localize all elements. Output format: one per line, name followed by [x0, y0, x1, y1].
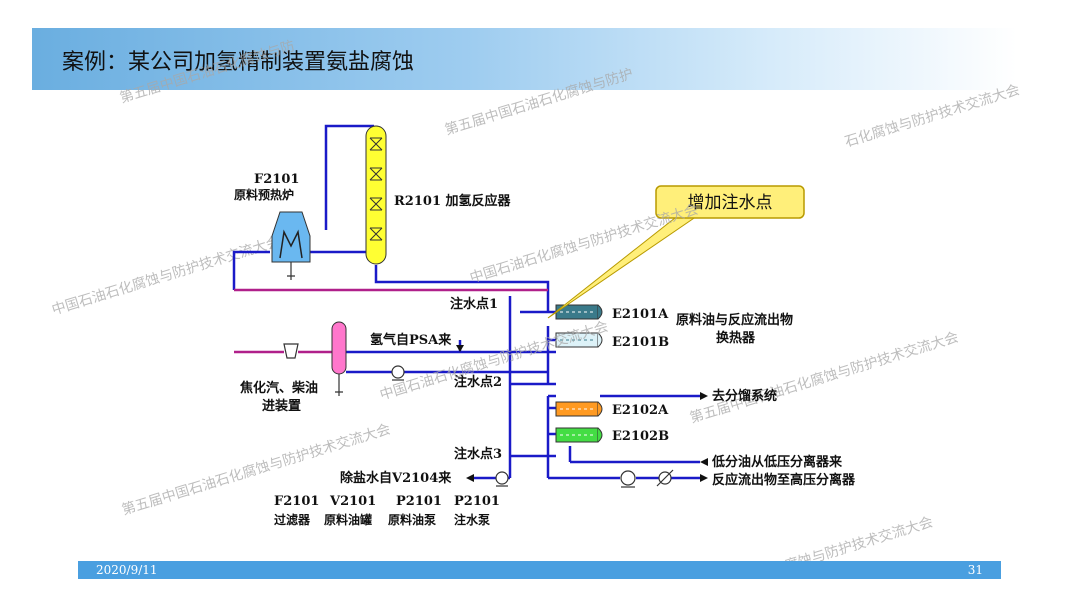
exchanger-cap: [597, 427, 603, 443]
legend-name: 原料油罐: [324, 512, 372, 527]
catalyst-bed-icon: [369, 167, 383, 181]
furnace-tag: F2101: [254, 172, 299, 187]
hydrogen-source-label: 氢气自PSA来: [370, 332, 452, 348]
injection-point-1: 注水点1: [450, 296, 498, 312]
e2102a-label: E2102A: [612, 403, 669, 418]
valve-stem: [656, 469, 674, 487]
reactor-label: R2101 加氢反应器: [394, 193, 512, 209]
furnace-inlet-pipe: [232, 250, 270, 290]
legend-name: 原料油泵: [388, 512, 436, 527]
reactor-outlet-pipe: [374, 265, 550, 312]
high-sep-label: 反应流出物至高压分离器: [712, 472, 856, 488]
filter-icon: [283, 343, 299, 359]
pump-icon: [620, 470, 636, 486]
e2101a-label: E2101A: [612, 307, 669, 322]
feed-pump-icon: [391, 365, 405, 379]
e2101b-label: E2101B: [612, 335, 669, 350]
callout-box: [655, 185, 805, 219]
injection-point-2: 注水点2: [454, 374, 502, 390]
page-number: 31: [967, 563, 983, 577]
coker-feed-label: 焦化汽、柴油: [239, 380, 318, 396]
drain-icon: [335, 374, 343, 396]
legend-name: 过滤器: [274, 512, 311, 527]
low-sep-oil-label: 低分油从低压分离器来: [711, 454, 843, 470]
callout-label: 增加注水点: [688, 193, 773, 213]
e2102b-label: E2102B: [612, 429, 669, 444]
demin-water-label: 除盐水自V2104来: [340, 470, 452, 486]
legend-name: 注水泵: [454, 512, 490, 527]
arrow-icon: [700, 458, 708, 466]
exchanger-cap: [597, 304, 603, 320]
exchanger-description: 原料油与反应流出物: [676, 312, 793, 328]
legend-tag: F2101: [274, 494, 319, 509]
title-bar: [32, 28, 1017, 90]
legend-tag: V2101: [329, 494, 376, 509]
catalyst-bed-icon: [369, 197, 383, 211]
legend-tag: P2101: [396, 494, 442, 509]
to-fractionator-label: 去分馏系统: [712, 388, 777, 404]
furnace-name: 原料预热炉: [234, 187, 294, 202]
exchanger-cap: [597, 401, 603, 417]
slide-title: 案例：某公司加氢精制装置氨盐腐蚀: [62, 50, 415, 75]
exchanger-description-2: 换热器: [716, 330, 756, 346]
reactor-vessel: [365, 125, 387, 265]
footer-bar: 2020/9/11 31: [78, 561, 1001, 579]
arrow-icon: [456, 345, 464, 352]
arrow-icon: [700, 392, 708, 400]
injection-point-3: 注水点3: [454, 446, 502, 462]
exchanger-cap: [597, 332, 603, 348]
legend-tag: P2101: [454, 494, 500, 509]
feed-tank: [331, 321, 347, 375]
coker-feed-label-2: 进装置: [262, 398, 301, 414]
burner-icon: [287, 262, 295, 280]
reactor-inlet-pipe: [324, 124, 374, 165]
footer-date: 2020/9/11: [96, 563, 158, 577]
furnace-coil-icon: [279, 229, 303, 259]
furnace-icon: [271, 211, 311, 263]
catalyst-bed-icon: [369, 137, 383, 151]
catalyst-bed-icon: [369, 227, 383, 241]
arrow-icon: [466, 474, 474, 482]
injection-pump-icon: [495, 471, 509, 485]
arrow-icon: [700, 474, 708, 482]
